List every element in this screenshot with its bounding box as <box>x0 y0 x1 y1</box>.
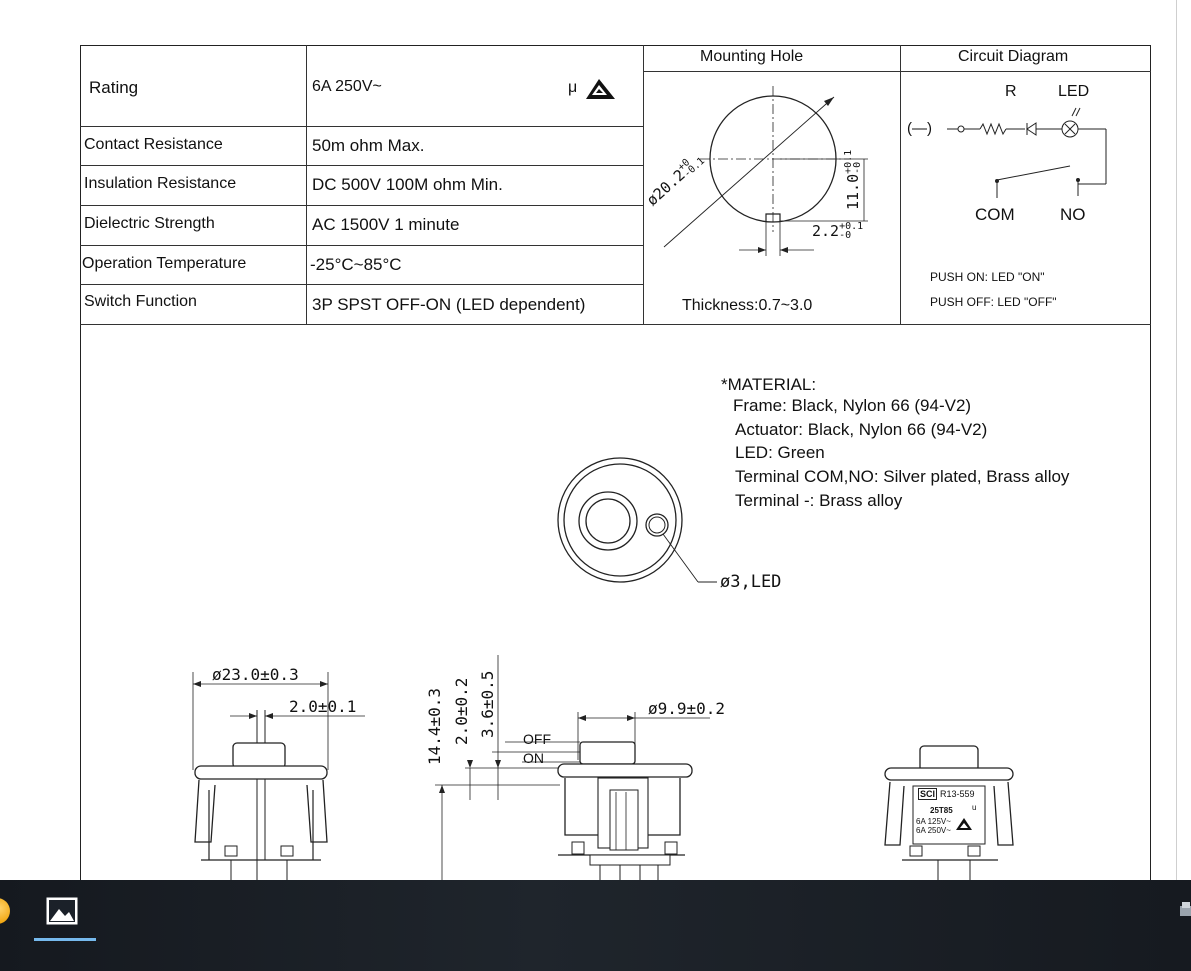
total-height-label: 14.4±0.3 <box>425 687 444 765</box>
spec-value-insulation: DC 500V 100M ohm Min. <box>312 175 503 194</box>
thickness-label: Thickness:0.7~3.0 <box>682 297 813 314</box>
switch-side-view-left <box>192 672 365 880</box>
spec-label-function: Switch Function <box>84 293 197 310</box>
outer-dia-label: ø23.0±0.3 <box>212 665 299 684</box>
spec-value-dielectric: AC 1500V 1 minute <box>312 215 460 234</box>
push-off-note: PUSH OFF: LED "OFF" <box>930 295 1057 309</box>
table-rule <box>643 45 644 325</box>
minus-terminal-label: (—) <box>907 120 932 137</box>
switch-side-view-center <box>435 655 710 880</box>
table-rule <box>80 165 643 166</box>
travel-label: 2.0±0.2 <box>452 677 471 745</box>
tray-printer-icon[interactable] <box>1178 900 1191 922</box>
spec-value-contact: 50m ohm Max. <box>312 136 425 155</box>
push-on-note: PUSH ON: LED "ON" <box>930 270 1045 284</box>
plate-model: R13-559 <box>940 789 975 799</box>
switch-side-view-right <box>884 745 1014 880</box>
actuator-offset-label: 2.0±0.1 <box>289 697 357 716</box>
slot-value: 2.2 <box>812 222 840 240</box>
ce-triangle-icon <box>586 79 615 99</box>
material-line: Terminal COM,NO: Silver plated, Brass al… <box>735 467 1070 486</box>
photos-app-icon[interactable] <box>46 897 78 925</box>
resistor-label: R <box>1005 83 1017 100</box>
taskbar <box>0 880 1191 971</box>
spec-label-contact: Contact Resistance <box>84 136 223 153</box>
material-line: Terminal -: Brass alloy <box>735 491 903 510</box>
slot-tol-plus: +0.1 <box>839 221 864 232</box>
material-line: LED: Green <box>735 443 825 462</box>
plate-rating-1: 6A 125V~ <box>916 817 951 826</box>
no-label: NO <box>1060 205 1086 224</box>
hole-height-value: 11.0 <box>844 173 862 210</box>
active-app-indicator <box>34 938 96 941</box>
off-position-label: OFF <box>523 731 551 747</box>
ul-mark: μ <box>568 79 578 96</box>
spec-label-dielectric: Dielectric Strength <box>84 215 215 232</box>
plate-brand: SCI <box>918 788 938 800</box>
material-line: Actuator: Black, Nylon 66 (94-V2) <box>735 420 988 439</box>
material-title: *MATERIAL: <box>721 375 817 394</box>
spec-label-rating: Rating <box>89 78 139 97</box>
slot-label: 2.2+0.1-0 <box>812 221 864 241</box>
start-orb-icon[interactable] <box>0 898 10 924</box>
spec-value-temperature: -25°C~85°C <box>310 255 402 274</box>
plate-rating-2: 6A 250V~ <box>916 826 951 835</box>
circuit-header: Circuit Diagram <box>958 48 1069 65</box>
com-label: COM <box>975 205 1015 224</box>
plate-u-mark: u <box>972 803 977 812</box>
table-rule <box>80 126 643 127</box>
table-rule <box>643 71 1151 72</box>
mounting-hole-header: Mounting Hole <box>700 48 804 65</box>
table-rule <box>80 205 643 206</box>
table-rule <box>900 45 901 325</box>
hole-height-tol-minus: -0 <box>852 161 863 174</box>
led-label: LED <box>1058 83 1090 100</box>
table-rule <box>306 45 307 325</box>
switch-top-view <box>557 457 717 583</box>
page-edge <box>1176 0 1177 880</box>
on-position-label: ON <box>523 750 544 766</box>
material-line: Frame: Black, Nylon 66 (94-V2) <box>733 396 972 415</box>
led-dia-label: ø3,LED <box>720 572 782 592</box>
spec-label-temperature: Operation Temperature <box>82 255 247 272</box>
spec-label-insulation: Insulation Resistance <box>84 175 237 192</box>
hole-height-label: 11.0+0.1-0 <box>843 150 863 210</box>
spec-value-rating: 6A 250V~ <box>312 78 382 95</box>
actuator-dia-label: ø9.9±0.2 <box>648 699 726 718</box>
spec-value-function: 3P SPST OFF-ON (LED dependent) <box>312 295 586 314</box>
mounting-hole-drawing <box>663 86 868 256</box>
plate-temp: 25T85 <box>930 806 953 815</box>
table-rule <box>80 324 1151 325</box>
table-rule <box>80 284 643 285</box>
table-rule <box>80 245 643 246</box>
circuit-schematic <box>947 107 1107 198</box>
cap-height-label: 3.6±0.5 <box>478 670 497 738</box>
slot-tol-minus: -0 <box>839 230 852 241</box>
